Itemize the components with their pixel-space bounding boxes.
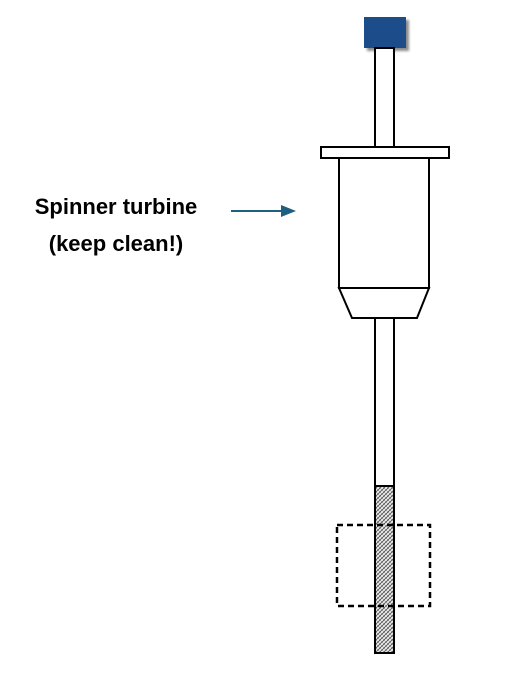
spinner-turbine-label: Spinner turbine [34,194,198,219]
lower-tube [374,317,395,489]
pointer-arrow-head [281,205,296,217]
upper-tube [374,47,395,148]
turbine-body [338,157,430,289]
sample-column [374,485,395,654]
tube-cap [364,17,406,48]
keep-clean-note: (keep clean!) [48,231,184,256]
turbine-taper [337,287,431,319]
turbine-flange [320,146,450,159]
detection-region [335,523,432,608]
